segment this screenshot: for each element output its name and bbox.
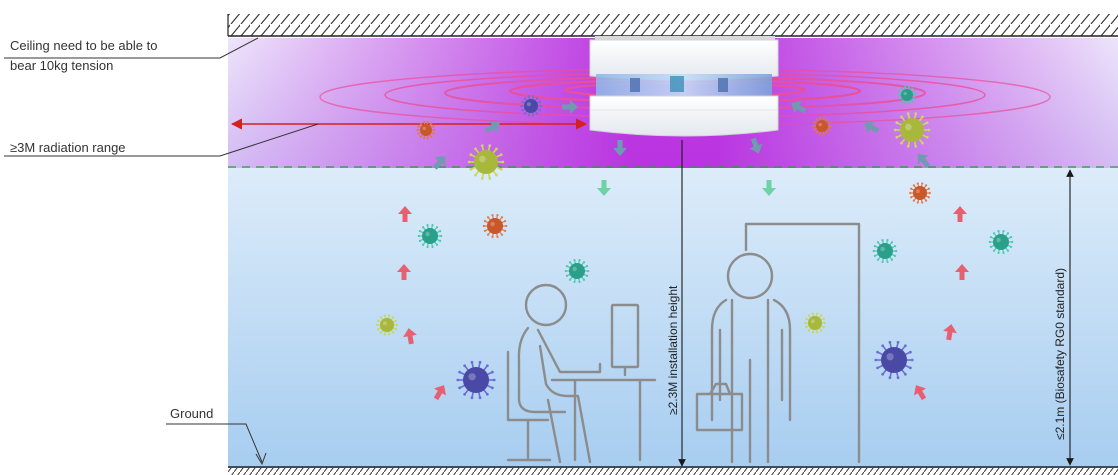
virus-icon — [456, 360, 496, 400]
virus-icon — [988, 229, 1014, 255]
virus-icon — [872, 238, 898, 264]
person-at-desk-icon — [506, 283, 657, 464]
ceiling-hatch — [228, 14, 1118, 36]
ceiling-note-leader — [4, 37, 259, 59]
virus-icon — [897, 85, 917, 105]
person-standing-icon — [695, 222, 861, 464]
virus-icon — [416, 120, 436, 140]
ceiling-note-line2: bear 10kg tension — [10, 58, 113, 73]
biosafety-height-label: ≤2.1m (Biosafety RG0 standard) — [1053, 268, 1067, 440]
virus-particles — [376, 85, 1014, 400]
radiation-range-leader — [4, 123, 319, 157]
uv-sterilizer-icon — [589, 36, 779, 137]
installation-height-label: ≥2.3M installation height — [666, 285, 680, 415]
virus-icon — [874, 340, 914, 380]
virus-icon — [467, 144, 505, 180]
ground-hatch — [228, 468, 1118, 475]
virus-icon — [909, 182, 931, 204]
virus-icon — [893, 112, 931, 148]
virus-icon — [482, 213, 508, 239]
radiation-range-label: ≥3M radiation range — [10, 140, 126, 155]
virus-icon — [564, 258, 590, 284]
ceiling-note-line1: Ceiling need to be able to — [10, 38, 157, 53]
virus-icon — [812, 116, 832, 136]
virus-icon — [804, 312, 826, 334]
virus-icon — [417, 223, 443, 249]
virus-icon — [376, 314, 398, 336]
ground-label: Ground — [170, 406, 213, 421]
ground-leader — [166, 423, 263, 463]
virus-icon — [520, 95, 542, 117]
